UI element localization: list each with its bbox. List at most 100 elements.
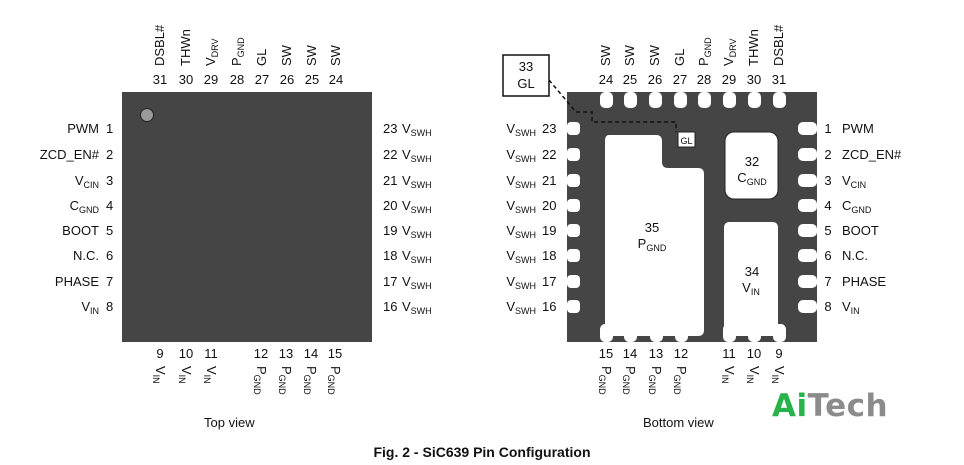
lead-pad	[567, 300, 580, 313]
pin-name: PHASE	[55, 274, 99, 289]
pin-number: 10	[747, 346, 761, 361]
pin-number: 7	[824, 274, 831, 289]
pin-name: VDRV	[203, 38, 220, 66]
pin-name: PGND	[672, 366, 689, 395]
lead-pad	[567, 174, 580, 187]
pin-name: PGND	[326, 366, 343, 395]
pin-name: PGND	[252, 366, 269, 395]
pin-name: SW	[598, 44, 613, 66]
pin-name: PGND	[302, 366, 319, 395]
lead-pad	[649, 92, 662, 108]
pin-number: 22	[383, 147, 397, 162]
pin-number: 1	[106, 121, 113, 136]
pin-number: 17	[383, 274, 397, 289]
pin-name: PGND	[277, 366, 294, 395]
pin-name: PGND	[696, 37, 713, 66]
pin-number: 6	[106, 248, 113, 263]
pin-number: 15	[599, 346, 613, 361]
pin-name: VSWH	[402, 299, 432, 316]
lead-pad	[798, 249, 817, 262]
pin-name: VSWH	[402, 223, 432, 240]
aitech-logo: AiTech	[772, 388, 888, 424]
pin-name: PGND	[621, 366, 638, 395]
pin-name: THWn	[178, 29, 193, 66]
pin-number: 28	[697, 72, 711, 87]
pin-name: VSWH	[506, 198, 536, 215]
lead-pad	[698, 92, 711, 108]
pin-name: VSWH	[402, 121, 432, 138]
pin-name: VIN	[842, 299, 860, 316]
pin-name: SW	[304, 44, 319, 66]
lead-pad	[567, 199, 580, 212]
pad-35-pgnd	[605, 135, 704, 336]
callout-box-33	[502, 54, 550, 97]
pin-name: VSWH	[506, 274, 536, 291]
pin-number: 28	[230, 72, 244, 87]
pin-number: 7	[106, 274, 113, 289]
pin-name: SW	[328, 44, 343, 66]
pin-number: 24	[599, 72, 613, 87]
pin-name: VSWH	[506, 121, 536, 138]
pin-number: 9	[775, 346, 782, 361]
pin-name: BOOT	[842, 223, 879, 238]
pin-number: 3	[106, 173, 113, 188]
pin-name: N.C.	[842, 248, 868, 263]
pin-number: 29	[204, 72, 218, 87]
pin-number: 19	[383, 223, 397, 238]
pin-number: 10	[179, 346, 193, 361]
pin-name: VSWH	[506, 248, 536, 265]
lead-pad	[798, 122, 817, 135]
pin-name: THWn	[746, 29, 761, 66]
pin-number: 22	[542, 147, 556, 162]
pin-number: 31	[772, 72, 786, 87]
gl-tag: GL	[680, 136, 692, 146]
bottom-view-leads	[567, 92, 817, 342]
pin-number: 18	[542, 248, 556, 263]
pin-name: VSWH	[506, 173, 536, 190]
pad-34-vin	[724, 222, 778, 336]
pin-number: 26	[648, 72, 662, 87]
pin-number: 24	[329, 72, 343, 87]
pin-number: 21	[542, 173, 556, 188]
lead-pad	[674, 92, 687, 108]
lead-pad	[723, 92, 736, 108]
pin-number: 23	[542, 121, 556, 136]
pin-name: PGND	[229, 37, 246, 66]
pin-number: 25	[623, 72, 637, 87]
pin-name: VSWH	[402, 274, 432, 291]
pin-number: 30	[179, 72, 193, 87]
pin-name: N.C.	[73, 248, 99, 263]
lead-pad	[798, 275, 817, 288]
pin-number: 15	[328, 346, 342, 361]
pin-name: CGND	[70, 198, 100, 215]
lead-pad	[624, 92, 637, 108]
pin-number: 25	[305, 72, 319, 87]
pin-number: 14	[304, 346, 318, 361]
pin-number: 26	[280, 72, 294, 87]
lead-pad	[567, 275, 580, 288]
logo-part-1: Ai	[772, 388, 808, 424]
pin1-marker	[140, 108, 154, 122]
pin-name: SW	[279, 44, 294, 66]
pad-gl-small	[677, 131, 696, 148]
pin-number: 2	[106, 147, 113, 162]
pin-number: 13	[649, 346, 663, 361]
pin-name: VCIN	[75, 173, 99, 190]
pin-number: 13	[279, 346, 293, 361]
pin-name: CGND	[842, 198, 872, 215]
lead-pad	[773, 92, 786, 108]
pin-number: 30	[747, 72, 761, 87]
pin-name: SW	[622, 44, 637, 66]
pin-number: 20	[542, 198, 556, 213]
pin-number: 9	[156, 346, 163, 361]
lead-pad	[567, 249, 580, 262]
lead-pad	[798, 300, 817, 313]
lead-pad	[748, 324, 761, 342]
pin-number: 1	[824, 121, 831, 136]
pad-32-number: 32	[745, 154, 759, 169]
pin-name: SW	[647, 44, 662, 66]
pin-name: VIN	[81, 299, 99, 316]
pin-number: 4	[824, 198, 831, 213]
pin-number: 12	[254, 346, 268, 361]
pad-32-cgnd	[724, 131, 779, 200]
